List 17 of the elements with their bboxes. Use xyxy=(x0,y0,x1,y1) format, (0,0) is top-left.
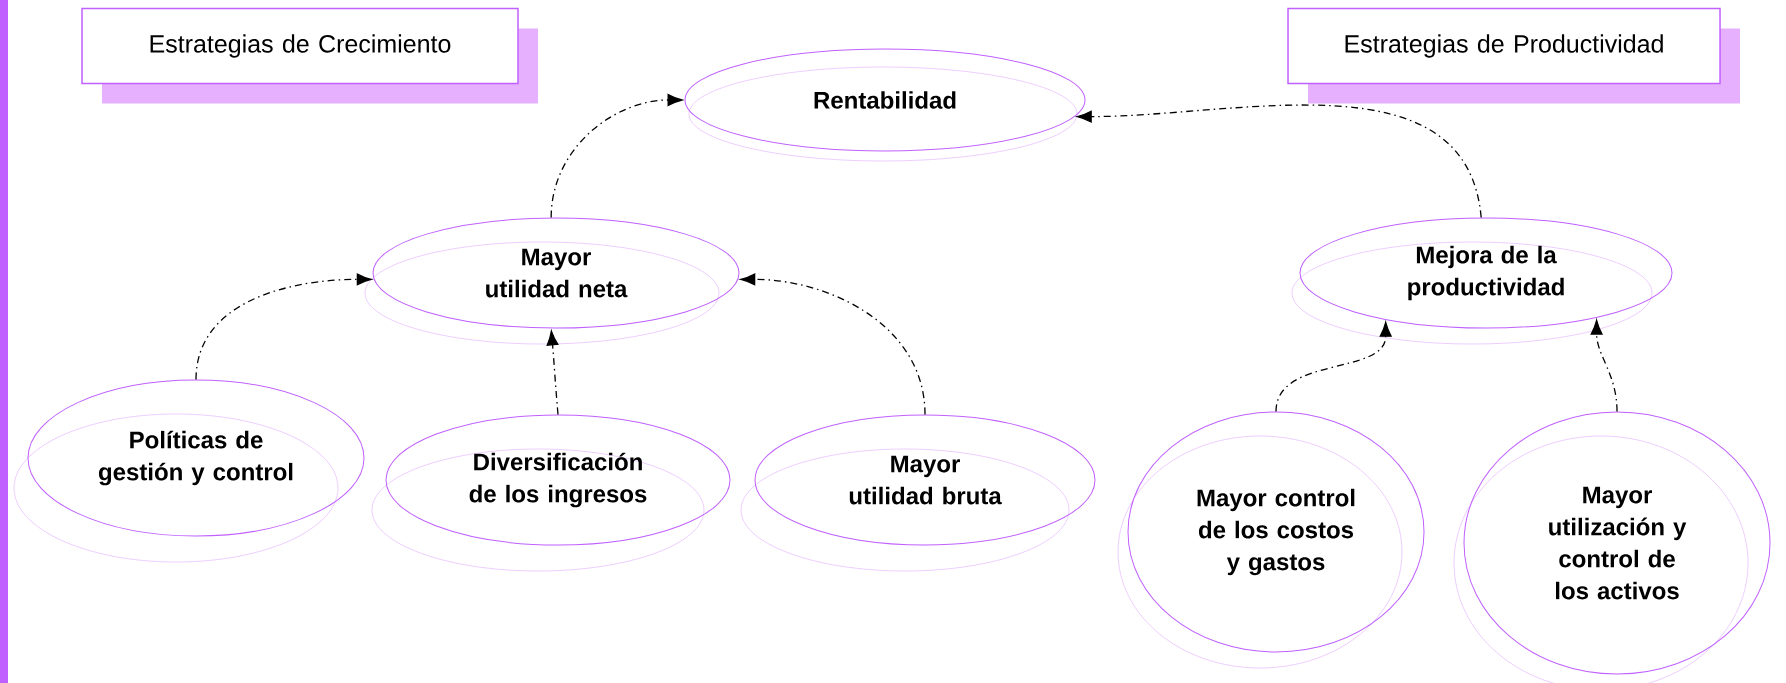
ellipse-node: Políticas de gestión y control xyxy=(13,379,365,563)
ellipse-node: Mayor utilidad neta xyxy=(364,217,740,345)
arrow xyxy=(1590,319,1618,413)
arrow xyxy=(195,273,372,381)
arrow xyxy=(1076,104,1482,219)
arrow xyxy=(546,330,559,416)
title-box: Estrategias de Crecimiento xyxy=(81,7,538,104)
arrow xyxy=(740,273,926,416)
ellipse-node: Mayor utilización y control de los activos xyxy=(1453,411,1771,683)
ellipse-node: Mayor control de los costos y gastos xyxy=(1117,411,1425,669)
arrow xyxy=(550,94,683,219)
arrow xyxy=(1275,321,1392,413)
ellipse-node: Mayor utilidad bruta xyxy=(740,414,1096,572)
ellipse-node: Rentabilidad xyxy=(684,48,1086,162)
ellipse-node: Diversificación de los ingresos xyxy=(371,414,731,572)
title-box: Estrategias de Productividad xyxy=(1287,7,1740,104)
ellipse-node: Mejora de la productividad xyxy=(1291,217,1673,345)
